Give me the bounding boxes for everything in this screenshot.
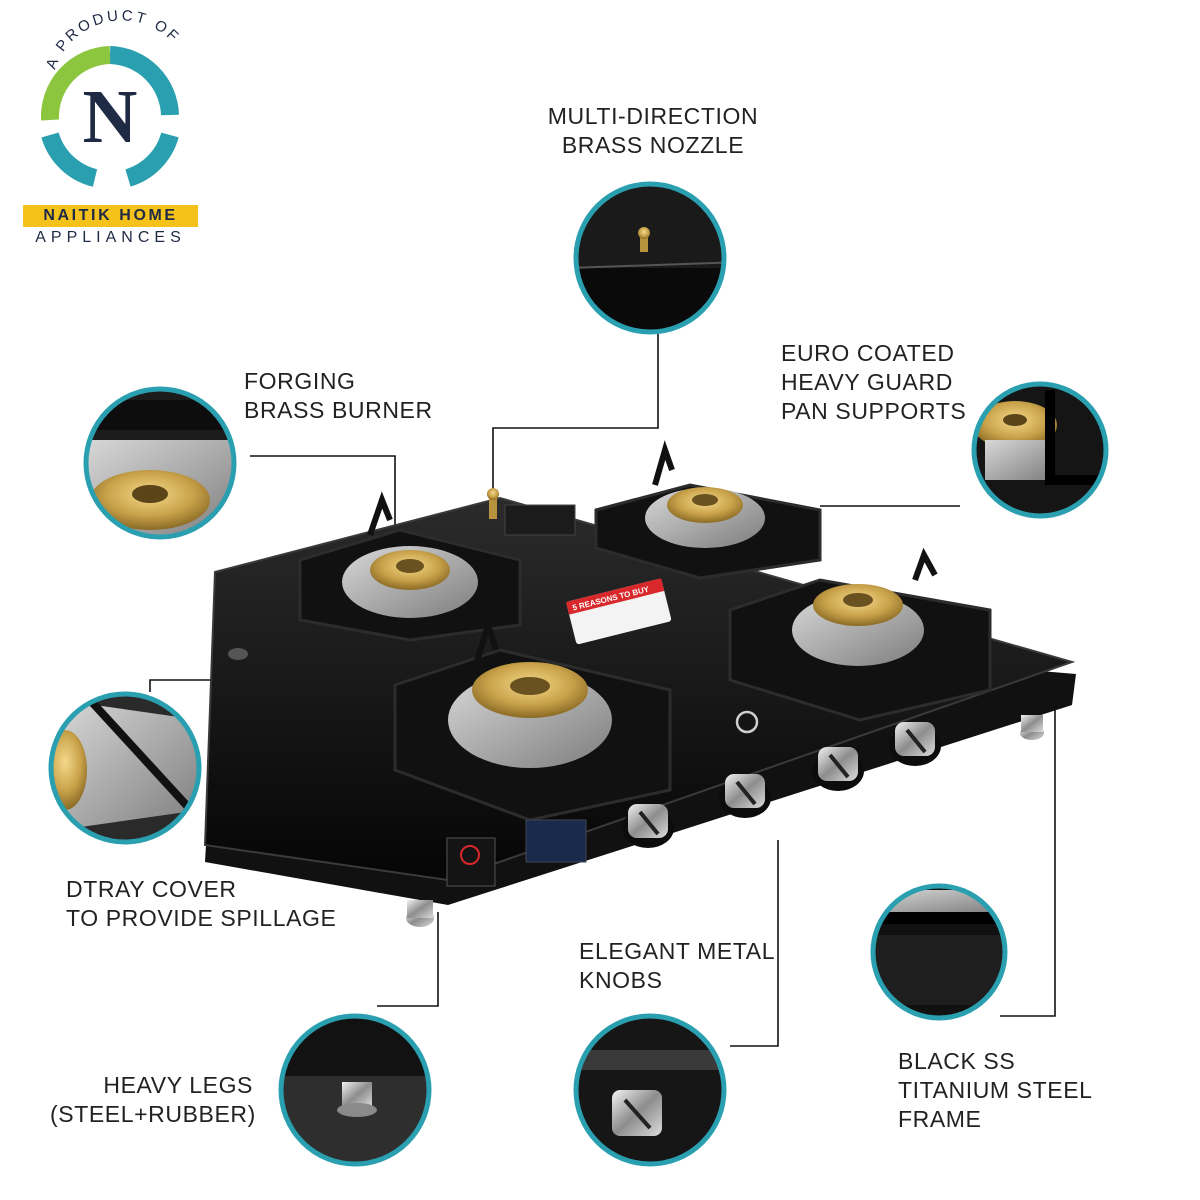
detail-circle-burner — [83, 386, 237, 540]
detail-circle-pan-supports — [971, 381, 1109, 519]
stove-nozzle — [487, 488, 499, 519]
brand-name: NAITIK HOME — [23, 205, 198, 227]
stove-emblem — [735, 710, 759, 734]
stove-knob — [622, 804, 674, 848]
detail-circle-nozzle — [573, 181, 727, 335]
leader-line-legs — [377, 912, 439, 1007]
detail-circle-knobs — [573, 1013, 727, 1167]
burner-front-right — [728, 547, 992, 722]
burner-back-right — [594, 440, 822, 580]
stove-knob — [812, 747, 864, 791]
detail-circle-frame — [870, 883, 1008, 1021]
stove-knob — [889, 722, 941, 766]
detail-circle-legs — [278, 1013, 432, 1167]
burner-front-left — [393, 614, 672, 822]
stove-knobs — [622, 722, 941, 848]
brand-sub: APPLIANCES — [35, 229, 186, 246]
front-sticker-right — [525, 819, 587, 863]
stove-knob — [719, 774, 771, 818]
detail-circle-drip-tray — [48, 691, 202, 845]
leader-line-knobs — [730, 840, 779, 1047]
burner-back-left — [298, 491, 522, 642]
stove-legs — [228, 648, 1044, 927]
label-legs: HEAVY LEGS(STEEL+RUBBER) — [50, 1072, 256, 1127]
leader-line-nozzle — [492, 332, 659, 490]
gas-stove: 5 REASONS TO BUY — [203, 440, 1076, 927]
